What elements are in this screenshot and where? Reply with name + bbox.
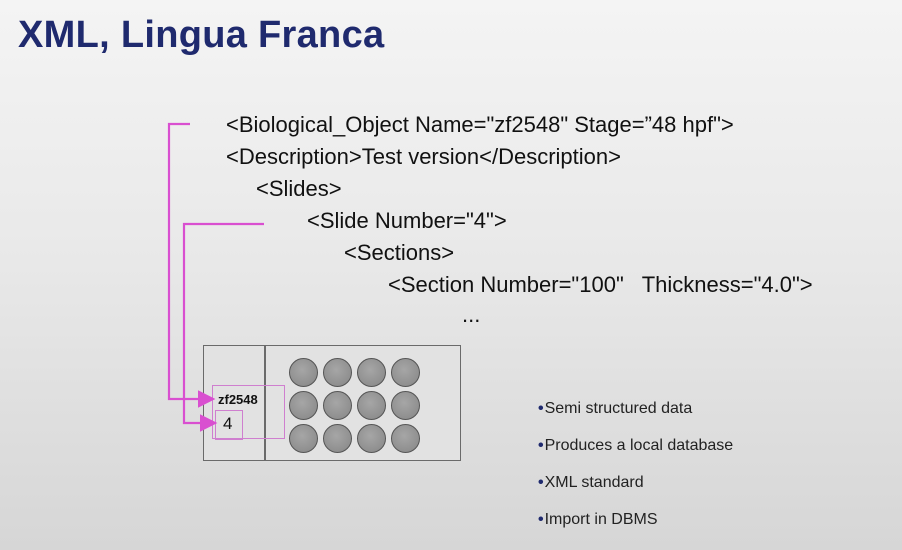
tissue-section-circle <box>323 424 352 453</box>
slide-label-number: 4 <box>223 414 233 433</box>
xml-line-section: <Section Number="100" Thickness="4.0"> <box>388 272 813 297</box>
tissue-section-circle <box>289 391 318 420</box>
bullet-list: •Semi structured data •Produces a local … <box>538 398 733 546</box>
tissue-section-circle <box>357 358 386 387</box>
bullet-dot: • <box>538 474 544 491</box>
slide-label-name: zf2548 <box>218 392 258 407</box>
bullet-text: Produces a local database <box>544 437 734 454</box>
bullet-dot: • <box>538 511 544 528</box>
xml-line-slides: <Slides> <box>256 176 342 201</box>
bullet-item: •Produces a local database <box>538 435 733 472</box>
connector-name-line <box>167 122 216 408</box>
xml-line-slide: <Slide Number="4"> <box>307 208 507 233</box>
tissue-section-circle <box>357 391 386 420</box>
sections-grid <box>289 358 421 453</box>
slide-label-outline <box>212 385 285 439</box>
tissue-section-circle <box>289 424 318 453</box>
bullet-item: •Import in DBMS <box>538 509 733 546</box>
bullet-item: •XML standard <box>538 472 733 509</box>
connector-number-line <box>182 222 264 432</box>
tissue-section-circle <box>323 358 352 387</box>
bullet-dot: • <box>538 400 544 417</box>
slide-divider <box>264 346 266 460</box>
tissue-section-circle <box>391 424 420 453</box>
tissue-section-circle <box>357 424 386 453</box>
bullet-item: •Semi structured data <box>538 398 733 435</box>
xml-line-description: <Description>Test version</Description> <box>226 144 621 169</box>
xml-line-ellipsis: ... <box>462 302 481 327</box>
xml-line-sections: <Sections> <box>344 240 455 265</box>
tissue-section-circle <box>391 358 420 387</box>
bullet-dot: • <box>538 437 544 454</box>
bullet-text: Import in DBMS <box>544 511 658 528</box>
tissue-section-circle <box>289 358 318 387</box>
tissue-section-circle <box>391 391 420 420</box>
xml-line-biological-object: <Biological_Object Name="zf2548" Stage=”… <box>226 112 734 137</box>
slide-title: XML, Lingua Franca <box>18 14 385 56</box>
tissue-section-circle <box>323 391 352 420</box>
bullet-text: XML standard <box>544 474 644 491</box>
bullet-text: Semi structured data <box>544 400 693 417</box>
